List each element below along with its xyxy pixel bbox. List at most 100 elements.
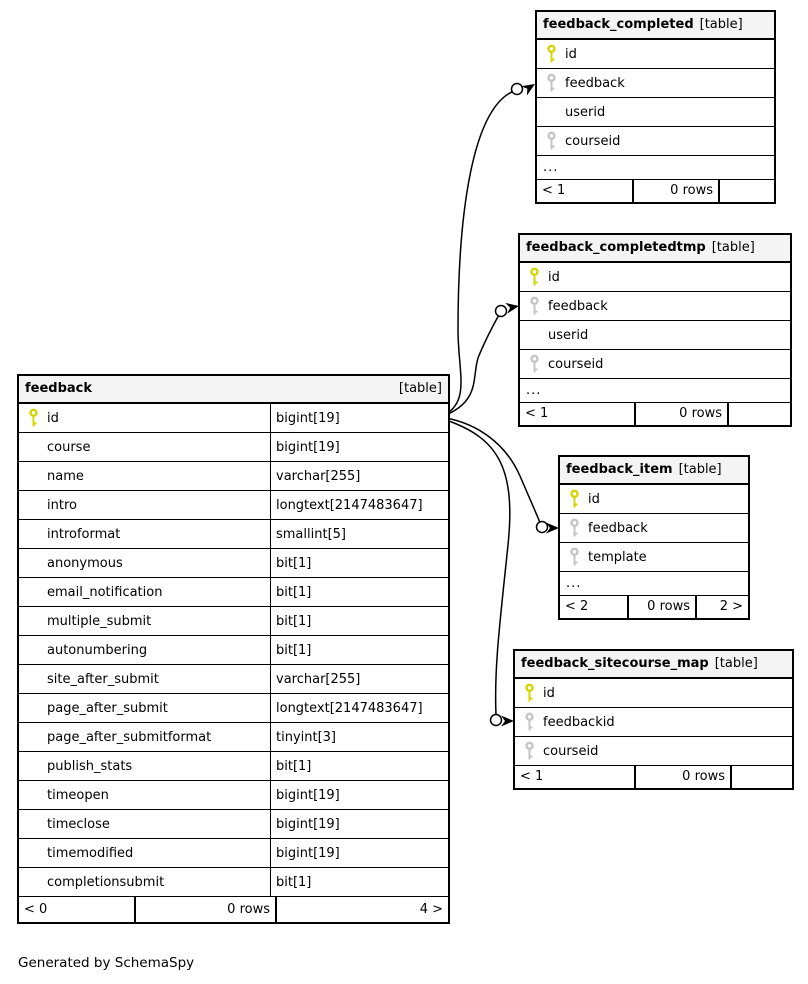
table-name: feedback	[25, 381, 93, 396]
column-name: timeclose	[47, 816, 110, 832]
table-feedback_completed[interactable]: feedback_completed [table] id feedback use…	[535, 10, 776, 204]
column-row-userid: userid	[520, 320, 790, 349]
more-columns-ellipsis: ...	[520, 378, 790, 402]
column-row-courseid: courseid	[537, 126, 774, 155]
column-name: autonumbering	[47, 642, 148, 658]
column-type: bigint[19]	[270, 433, 448, 461]
primary-key-icon	[19, 408, 47, 428]
column-type: bigint[19]	[270, 404, 448, 432]
primary-key-icon	[537, 44, 565, 64]
foreign-key-icon	[520, 354, 548, 374]
column-row-feedback: feedback	[520, 291, 790, 320]
column-type: longtext[2147483647]	[270, 694, 448, 722]
column-type: bigint[19]	[270, 781, 448, 809]
table-header[interactable]: feedback_completed [table]	[537, 12, 774, 40]
column-name: anonymous	[47, 555, 123, 571]
column-name: id	[565, 46, 577, 62]
footer-row-count: 0 rows	[634, 403, 727, 425]
column-row-name: name varchar[255]	[19, 461, 448, 490]
column-name: site_after_submit	[47, 671, 159, 687]
table-header[interactable]: feedback_item [table]	[560, 457, 748, 485]
more-columns-ellipsis: ...	[560, 571, 748, 595]
generated-by-note: Generated by SchemaSpy	[18, 955, 195, 971]
column-name: feedback	[588, 520, 648, 536]
foreign-key-icon	[560, 547, 588, 567]
column-row-intro: intro longtext[2147483647]	[19, 490, 448, 519]
column-row-id: id	[537, 40, 774, 68]
column-row-id: id	[515, 679, 792, 707]
column-name: id	[548, 269, 560, 285]
table-name: feedback_completed	[543, 17, 694, 32]
more-columns-ellipsis: ...	[537, 155, 774, 179]
connector-feedback-to-feedback_completed	[445, 82, 535, 415]
column-type: varchar[255]	[270, 462, 448, 490]
table-feedback_item[interactable]: feedback_item [table] id feedback template…	[558, 455, 750, 620]
column-type: bigint[19]	[270, 839, 448, 867]
column-name: page_after_submitformat	[47, 729, 212, 745]
table-footer: < 2 0 rows 2 >	[560, 595, 748, 618]
footer-parents-count: 4 >	[275, 897, 448, 922]
table-tag: [table]	[398, 381, 442, 396]
footer-parents-count	[730, 766, 792, 788]
column-name: email_notification	[47, 584, 163, 600]
table-tag: [table]	[678, 462, 722, 477]
column-row-userid: userid	[537, 97, 774, 126]
column-name: id	[543, 685, 555, 701]
column-name: courseid	[543, 743, 599, 759]
footer-row-count: 0 rows	[627, 596, 695, 618]
column-row-page_after_submitformat: page_after_submitformat tinyint[3]	[19, 722, 448, 751]
column-name: userid	[565, 104, 606, 120]
footer-children-count: < 2	[565, 599, 589, 614]
column-row-autonumbering: autonumbering bit[1]	[19, 635, 448, 664]
table-header[interactable]: feedback_completedtmp [table]	[520, 235, 790, 263]
foreign-key-icon	[560, 518, 588, 538]
table-name: feedback_item	[566, 462, 673, 477]
table-header[interactable]: feedback_sitecourse_map [table]	[515, 651, 792, 679]
column-name: courseid	[565, 133, 621, 149]
column-type: bit[1]	[270, 752, 448, 780]
column-name: course	[47, 439, 91, 455]
column-name: feedback	[548, 298, 608, 314]
table-tag: [table]	[711, 240, 755, 255]
table-feedback_sitecourse_map[interactable]: feedback_sitecourse_map [table] id feedba…	[513, 649, 794, 790]
column-name: template	[588, 549, 647, 565]
column-name: completionsubmit	[47, 874, 165, 890]
column-row-courseid: courseid	[515, 736, 792, 765]
column-rows: id feedback userid courseid...	[537, 40, 774, 179]
footer-row-count: 0 rows	[634, 766, 730, 788]
table-feedback_completedtmp[interactable]: feedback_completedtmp [table] id feedback…	[518, 233, 792, 427]
footer-parents-count	[727, 403, 790, 425]
column-name: id	[588, 491, 600, 507]
connector-feedback-to-feedback_item	[445, 417, 559, 534]
column-name: intro	[47, 497, 77, 513]
column-type: tinyint[3]	[270, 723, 448, 751]
foreign-key-icon	[520, 296, 548, 316]
table-header[interactable]: feedback [table]	[19, 376, 448, 404]
column-name: name	[47, 468, 84, 484]
column-type: bit[1]	[270, 636, 448, 664]
footer-row-count: 0 rows	[134, 897, 275, 922]
footer-row-count: 0 rows	[632, 180, 718, 202]
footer-children-count: < 1	[520, 769, 544, 784]
column-row-feedback: feedback	[560, 513, 748, 542]
column-row-feedback: feedback	[537, 68, 774, 97]
column-row-id: id	[560, 485, 748, 513]
column-type: longtext[2147483647]	[270, 491, 448, 519]
column-row-id: id	[520, 263, 790, 291]
footer-children-count: < 0	[24, 902, 48, 917]
foreign-key-icon	[537, 131, 565, 151]
footer-children-count: < 1	[525, 406, 549, 421]
foreign-key-icon	[515, 712, 543, 732]
table-name: feedback_sitecourse_map	[521, 656, 709, 671]
column-type: bit[1]	[270, 549, 448, 577]
table-tag: [table]	[699, 17, 743, 32]
primary-key-icon	[520, 267, 548, 287]
column-rows: id feedback template...	[560, 485, 748, 595]
